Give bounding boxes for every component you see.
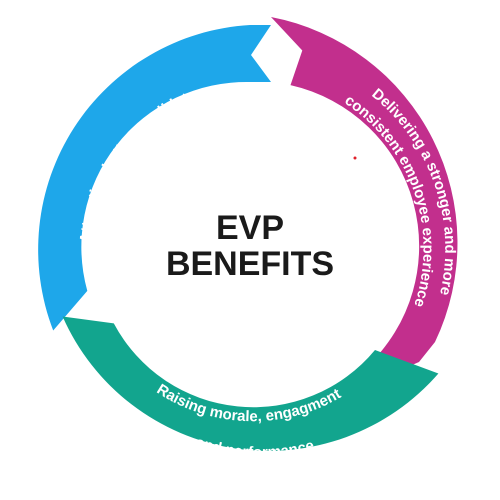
accent-dot	[353, 156, 357, 160]
segment-arrow-magenta	[271, 17, 458, 378]
center-title-line1: EVP	[216, 209, 284, 247]
segment-arrow-teal	[62, 316, 439, 451]
center-disc	[97, 97, 403, 403]
center-title-line2: BENEFITS	[166, 245, 334, 283]
segment-arrow-blue	[38, 25, 272, 331]
